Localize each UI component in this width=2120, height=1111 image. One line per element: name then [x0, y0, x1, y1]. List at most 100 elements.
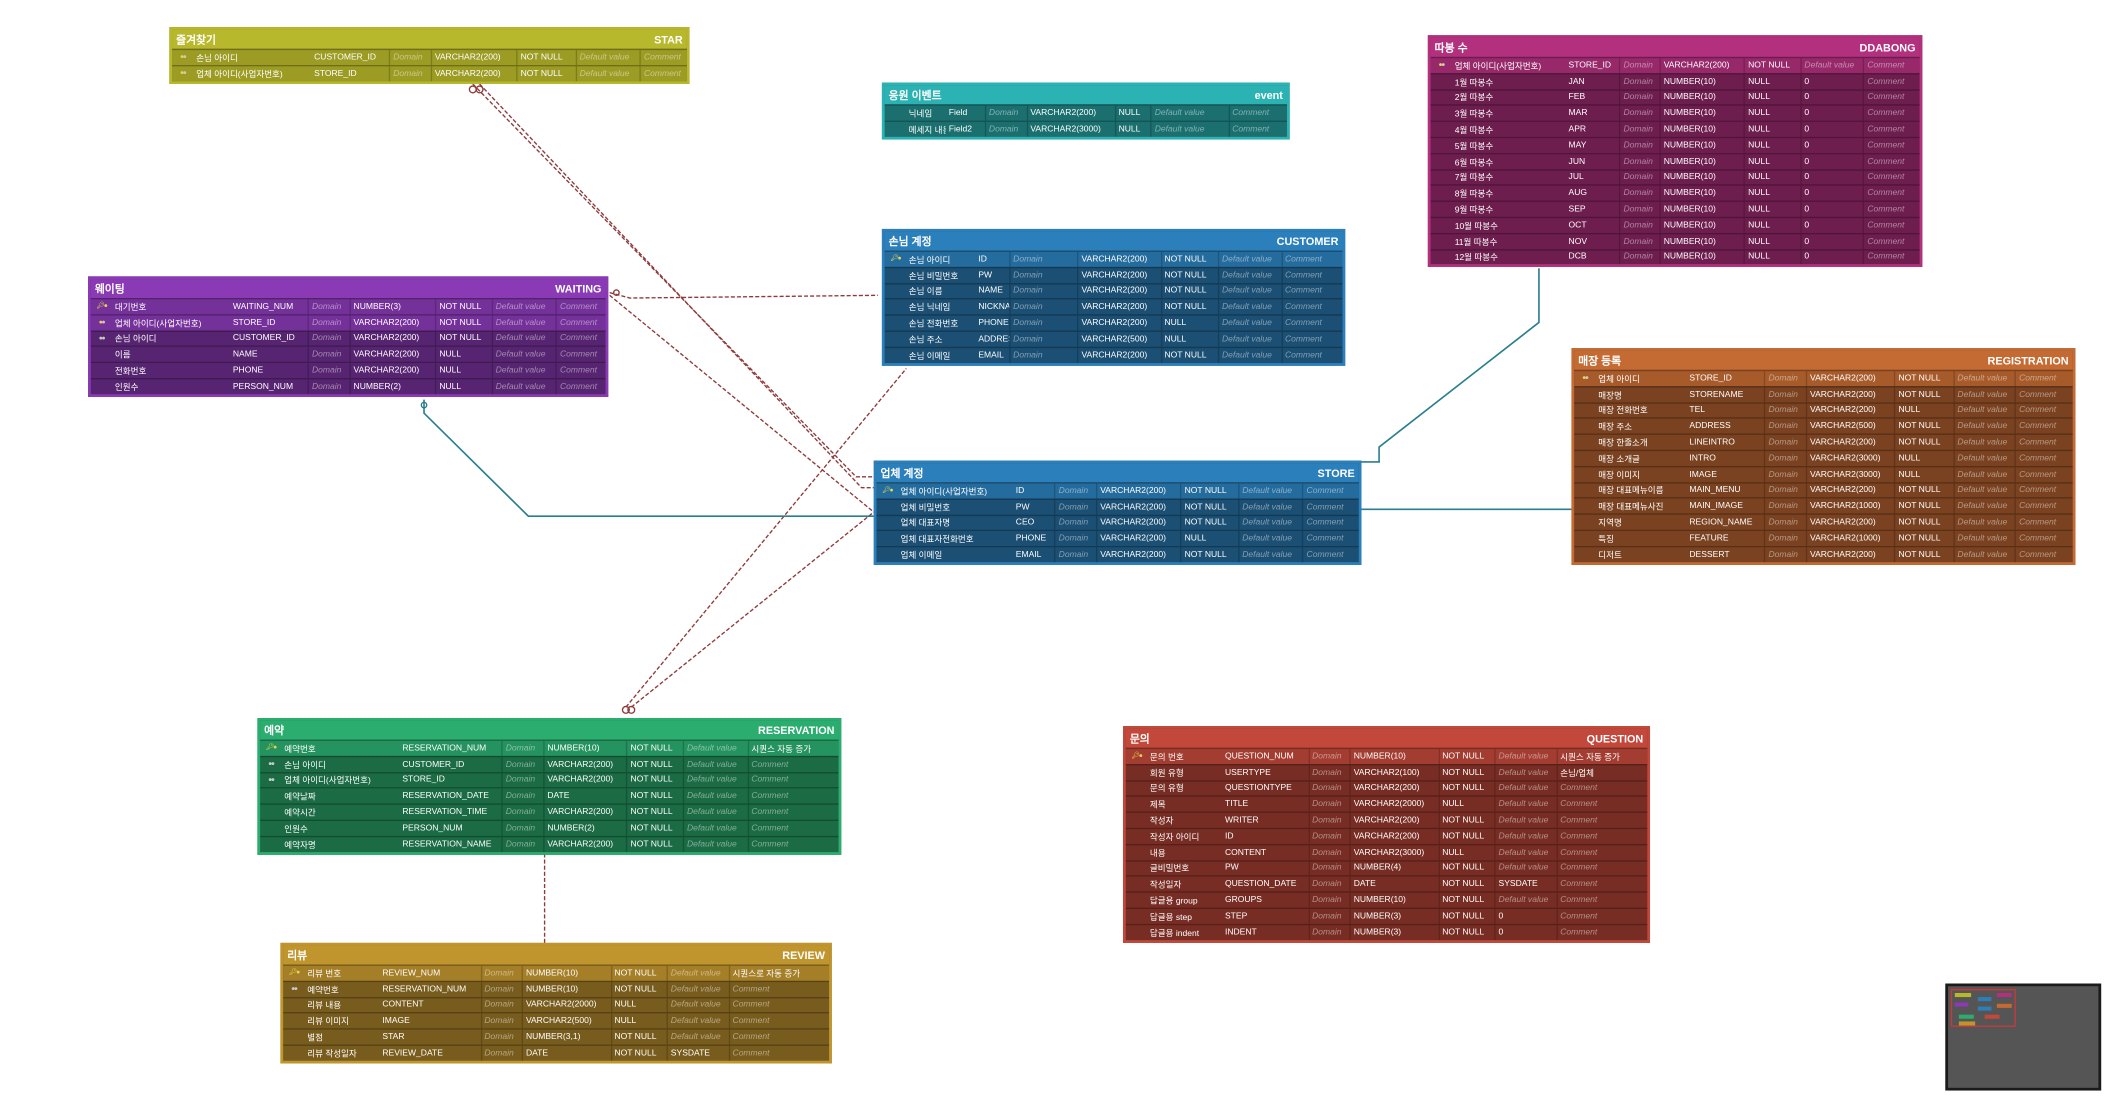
minimap[interactable]: [1945, 983, 2102, 1091]
data-type: VARCHAR2(200): [1805, 403, 1894, 418]
minimap-viewport[interactable]: [1950, 988, 2016, 1027]
key-cell: [885, 300, 906, 315]
comment-placeholder: Comment: [2015, 435, 2073, 450]
domain-cell: Domain: [1764, 403, 1806, 418]
column-label: 리뷰 내용: [307, 1001, 342, 1012]
table-row[interactable]: 손님 닉네임NICKNAMEDomainVARCHAR2(200)NOT NUL…: [884, 298, 1343, 315]
table-row[interactable]: 손님 주소ADDRESSDomainVARCHAR2(500)NULLDefau…: [884, 330, 1343, 347]
table-row[interactable]: 메세지 내용Field2DomainVARCHAR2(3000)NULLDefa…: [884, 120, 1287, 137]
